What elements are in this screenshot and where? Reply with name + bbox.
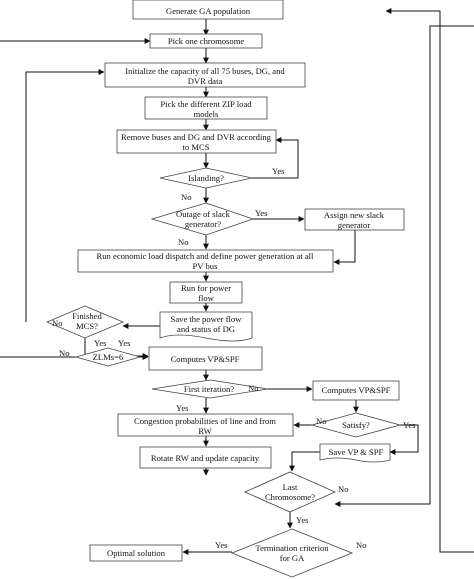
node-generate-label: Generate GA population	[166, 6, 251, 16]
label-last-no: No	[338, 484, 349, 494]
node-save-powerflow-line2: and status of DG	[177, 324, 235, 334]
node-save-vp-label: Save VP & SPF	[329, 447, 384, 457]
node-runpf-line1: Run for power	[181, 283, 231, 293]
node-zip-line2: models	[194, 109, 219, 119]
label-islanding-yes: Yes	[272, 166, 285, 176]
node-assign-line1: Assign new slack	[324, 210, 385, 220]
node-init: Initialize the capacity of all 75 buses,…	[104, 62, 306, 88]
node-zip: Pick the different ZIP load models	[144, 96, 268, 120]
label-satisfy-no: No	[316, 416, 327, 426]
decision-termination-line2: for GA	[280, 553, 305, 563]
decision-finished-line2: MCS?	[76, 321, 98, 331]
decision-zlms-label: ZLMs=6	[93, 352, 124, 362]
decision-termination-line1: Termination criterion	[255, 543, 329, 553]
decision-outage-line1: Outage of slack	[176, 209, 231, 219]
arrow-satisfy-yes	[389, 424, 419, 455]
node-runpf: Run for power flow	[169, 281, 243, 304]
node-remove: Remove buses and DG and DVR according to…	[116, 129, 277, 154]
decision-zlms: ZLMs=6	[74, 347, 142, 367]
node-runpf-line2: flow	[198, 293, 215, 303]
label-finished-no: No	[52, 318, 63, 328]
node-dispatch-line1: Run economic load dispatch and define po…	[97, 251, 315, 261]
decision-outage: Outage of slack generator?	[150, 202, 255, 236]
decision-first-iteration-label: First iteration?	[184, 384, 235, 394]
arrow-islanding-yes	[252, 137, 299, 179]
node-generate: Generate GA population	[132, 0, 284, 20]
node-compute-left: Computes VP&SPF	[148, 346, 263, 371]
label-termination-yes: Yes	[215, 540, 228, 550]
label-zlms-no: No	[59, 348, 70, 358]
label-first-yes: Yes	[176, 403, 189, 413]
node-optimal: Optimal solution	[89, 544, 183, 562]
edge-labels: Yes No Yes No No Yes No Yes No Yes No Ye…	[52, 166, 416, 550]
node-remove-line2: to MCS	[183, 142, 210, 152]
label-satisfy-yes: Yes	[403, 420, 416, 430]
decision-satisfy: Satisfy?	[310, 412, 402, 438]
node-rotate: Rotate RW and update capacity	[139, 446, 272, 469]
decision-last-line2: Chromosome?	[265, 492, 315, 502]
connectors	[0, 8, 474, 555]
node-pick-label: Pick one chromosome	[168, 36, 245, 46]
decision-outage-line2: generator?	[185, 219, 221, 229]
decision-finished-line1: Finished	[72, 311, 102, 321]
node-compute-right: Computes VP&SPF	[312, 380, 400, 401]
node-save-vp: Save VP & SPF	[319, 443, 391, 463]
node-congestion-line1: Congestion probabilities of line and fro…	[134, 416, 276, 426]
node-remove-line1: Remove buses and DG and DVR according	[121, 132, 272, 142]
node-compute-right-label: Computes VP&SPF	[322, 385, 391, 395]
label-outage-yes: Yes	[255, 208, 268, 218]
label-finished-yes: Yes	[94, 338, 107, 348]
label-first-no: No	[248, 383, 259, 393]
decision-last-line1: Last	[283, 482, 298, 492]
decision-satisfy-label: Satisfy?	[342, 420, 370, 430]
node-dispatch: Run economic load dispatch and define po…	[77, 249, 334, 273]
node-compute-left-label: Computes VP&SPF	[171, 354, 240, 364]
label-last-yes: Yes	[296, 515, 309, 525]
node-rotate-label: Rotate RW and update capacity	[151, 453, 260, 463]
node-zip-line1: Pick the different ZIP load	[160, 99, 252, 109]
node-save-powerflow: Save the power flow and status of DG	[159, 311, 253, 342]
decision-last-chromosome: Last Chromosome?	[244, 471, 336, 513]
node-pick: Pick one chromosome	[149, 33, 263, 49]
arrow-save-vp-to-last	[289, 451, 320, 472]
arrow-assign-to-dispatch	[333, 230, 356, 265]
arrow-termination-no-loop	[385, 8, 474, 553]
node-dispatch-line2: PV bus	[193, 261, 219, 271]
decision-termination: Termination criterion for GA	[230, 528, 354, 578]
decision-islanding-label: Islanding?	[188, 173, 224, 183]
node-congestion-line2: RW	[198, 426, 212, 436]
node-optimal-label: Optimal solution	[107, 548, 166, 558]
label-outage-no: No	[178, 237, 189, 247]
decision-first-iteration: First iteration?	[151, 379, 269, 399]
node-assign-line2: generator	[338, 220, 371, 230]
node-save-powerflow-line1: Save the power flow	[171, 314, 243, 324]
label-islanding-no: No	[181, 192, 192, 202]
node-congestion: Congestion probabilities of line and fro…	[117, 413, 294, 437]
label-zlms-yes: Yes	[118, 338, 131, 348]
arrow-finished-no-loop	[25, 69, 105, 322]
decision-islanding: Islanding?	[159, 167, 253, 189]
decision-finished-mcs: Finished MCS?	[45, 305, 125, 339]
node-init-line1: Initialize the capacity of all 75 buses,…	[125, 66, 285, 76]
node-assign: Assign new slack generator	[304, 208, 405, 231]
arrow-last-no-loop	[334, 25, 474, 507]
label-termination-no: No	[356, 540, 367, 550]
node-init-line2: DVR data	[188, 76, 223, 86]
